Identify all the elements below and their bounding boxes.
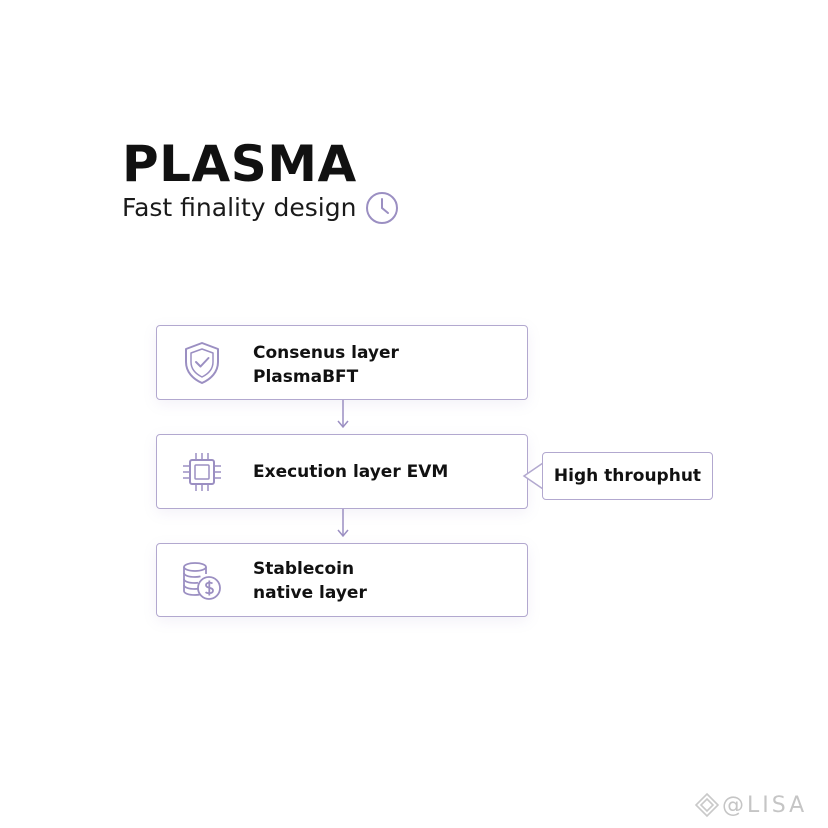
shield-check-icon [179, 340, 225, 386]
layer-consensus-line1: Consenus layer [253, 343, 399, 363]
diamond-logo-icon [694, 792, 720, 818]
coins-dollar-icon [179, 557, 225, 603]
clock-icon [364, 190, 400, 226]
layer-execution: Execution layer EVM [156, 434, 528, 509]
page-subtitle: Fast finality design [122, 193, 357, 222]
layer-stablecoin-line1: Stablecoin [253, 559, 355, 579]
connector-arrow-2 [337, 509, 349, 538]
callout-pointer [522, 462, 544, 490]
layer-stablecoin-text: Stablecoin native layer [253, 557, 515, 605]
watermark-text: @LISA [722, 792, 808, 818]
layer-execution-text: Execution layer EVM [253, 460, 515, 484]
page-title: PLASMA [122, 135, 357, 193]
layer-consensus: Consenus layer PlasmaBFT [156, 325, 528, 400]
layer-consensus-text: Consenus layer PlasmaBFT [253, 341, 515, 389]
watermark: @LISA [694, 792, 807, 818]
layer-stablecoin: Stablecoin native layer [156, 543, 528, 617]
connector-arrow-1 [337, 400, 349, 429]
layer-stablecoin-line2: native layer [253, 583, 367, 603]
layer-execution-line1: Execution layer EVM [253, 462, 449, 482]
callout-high-throughput: High throuphut [542, 452, 713, 500]
callout-text: High throuphut [553, 466, 702, 486]
layer-consensus-line2: PlasmaBFT [253, 367, 359, 387]
cpu-chip-icon [179, 449, 225, 495]
subtitle-row: Fast finality design [122, 190, 400, 226]
